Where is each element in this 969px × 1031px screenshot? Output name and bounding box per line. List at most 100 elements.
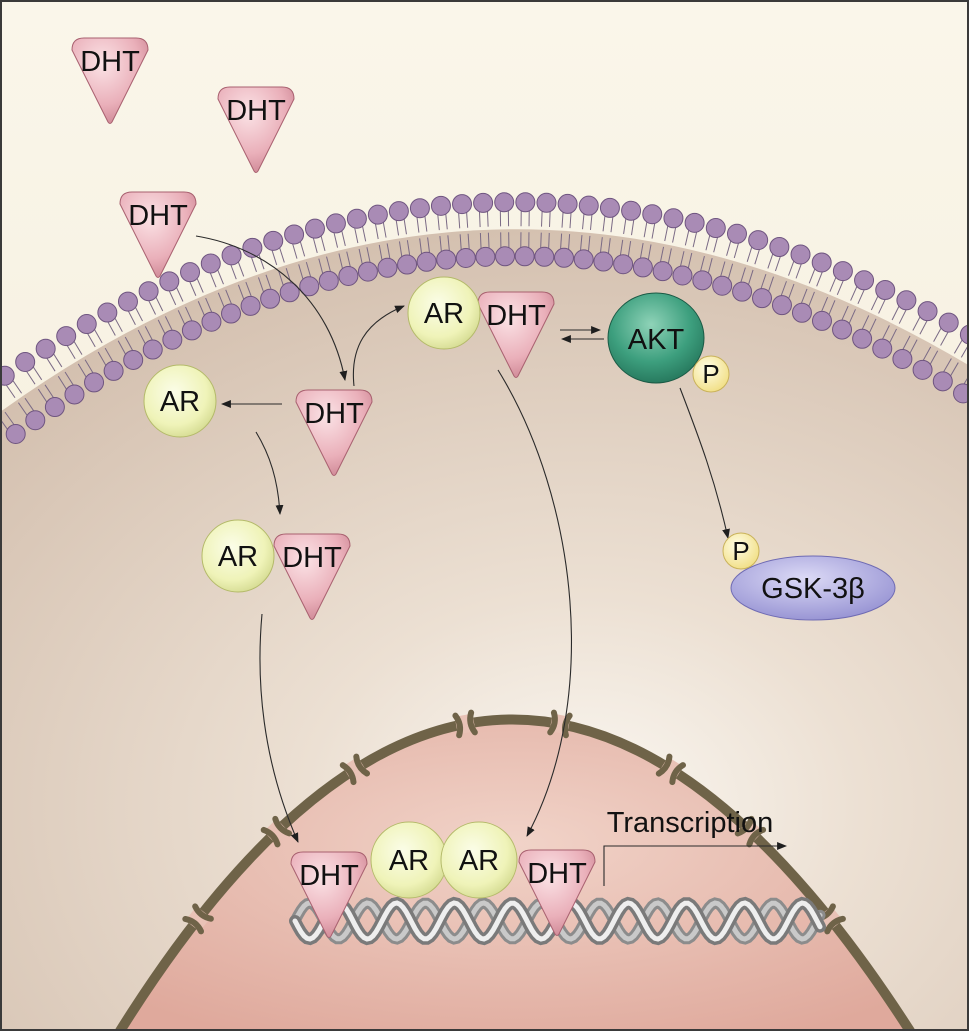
lipid-head (123, 349, 144, 370)
dht-shape (477, 291, 555, 378)
lipid-head (475, 246, 496, 267)
lipid-head (748, 230, 769, 251)
transcription-label: Transcription (607, 807, 774, 839)
lipid-head (495, 246, 516, 267)
lipid-head (494, 192, 515, 213)
lipid-head (573, 249, 594, 270)
dht-nuclear-left: DHT (290, 851, 368, 938)
lipid-head (578, 195, 599, 216)
lipid-head (613, 254, 634, 275)
lipid-head (896, 290, 917, 311)
lipid-head (416, 251, 437, 272)
ar-protein-membrane (407, 276, 481, 350)
dht-shape (518, 849, 596, 936)
akt-phosphate-label: P (702, 359, 719, 389)
lipid-head (200, 253, 221, 274)
lipid-head (557, 193, 578, 214)
lipid-head (181, 320, 202, 341)
lipid-head (97, 302, 118, 323)
membrane-ar-dht-complex: AR (407, 276, 481, 350)
lipid-head (854, 270, 875, 291)
arrow-akt-to-gsk (679, 387, 730, 539)
lipid-head (553, 247, 574, 268)
lipid-head (377, 257, 398, 278)
arrow-ar-to-complex (255, 431, 284, 515)
lipid-head (367, 204, 388, 225)
transcription-arrow (603, 842, 787, 886)
lipid-head (811, 252, 832, 273)
lipid-head (84, 372, 105, 393)
akt-phosphate (692, 355, 730, 393)
dht-entering: DHT (119, 191, 197, 278)
dht-label: DHT (299, 860, 359, 892)
lipid-head (221, 303, 242, 324)
lipid-head (872, 338, 893, 359)
lipid-head (430, 195, 451, 216)
lipid-head (346, 208, 367, 229)
free-dht-molecules: DHT DHT DHT DHT DHT DHT DHT DHT (71, 37, 596, 938)
gsk-phosphate (722, 532, 760, 570)
pathway-arrows (195, 235, 787, 886)
lipid-head (917, 301, 938, 322)
arrow-complex-to-nucleus (259, 613, 299, 843)
gsk-3b: P GSK-3β (722, 532, 896, 621)
lipid-head (852, 328, 873, 349)
nuclear-pore (734, 815, 767, 848)
ar-protein-free (143, 364, 217, 438)
cell-membrane-bilayer (0, 192, 969, 444)
akt-label: AKT (628, 324, 685, 356)
nuclear-envelope (115, 714, 915, 1031)
lipid-head (642, 204, 663, 225)
lipid-head (138, 281, 159, 302)
arrow-membrane-complex-to-nucleus (497, 369, 572, 837)
dht-label: DHT (486, 300, 546, 332)
lipid-head (409, 198, 430, 219)
akt-kinase: AKT P (607, 292, 730, 393)
lipid-head (599, 197, 620, 218)
lipid-head (64, 384, 85, 405)
lipid-head (712, 275, 733, 296)
lipid-head (318, 270, 339, 291)
lipid-head (536, 192, 557, 213)
ar-label-complex: AR (218, 541, 258, 573)
dht-cytoplasmic: DHT (295, 389, 373, 476)
lipid-head (76, 314, 97, 335)
lipid-head (769, 236, 790, 257)
ar-protein-nuclear-right (440, 821, 518, 899)
lipid-head (959, 324, 969, 345)
dht-membrane-bound: DHT (477, 291, 555, 378)
dht-label: DHT (226, 95, 286, 127)
lipid-head (15, 351, 36, 372)
lipid-head (180, 262, 201, 283)
arrow-dht-into-cell (195, 235, 348, 381)
lipid-head (357, 261, 378, 282)
gsk-phosphate-label: P (732, 536, 749, 566)
dht-shape (295, 389, 373, 476)
nuclear-pore (452, 709, 478, 739)
lipid-head (452, 194, 473, 215)
dht-shape (217, 86, 295, 173)
lipid-head (299, 276, 320, 297)
lipid-head (790, 244, 811, 265)
dht-shape (273, 533, 351, 620)
lipid-head (304, 218, 325, 239)
lipid-head (397, 254, 418, 275)
lipid-head (593, 251, 614, 272)
dht-label: DHT (282, 542, 342, 574)
dht-nuclear-right: DHT (518, 849, 596, 936)
lipid-head (791, 302, 812, 323)
lipid-head (5, 423, 26, 444)
dht-extracellular-2: DHT (217, 86, 295, 173)
lipid-head (732, 281, 753, 302)
lipid-head (162, 329, 183, 350)
dht-extracellular-1: DHT (71, 37, 149, 124)
lipid-head (515, 192, 536, 213)
lipid-head (705, 218, 726, 239)
lipid-head (263, 230, 284, 251)
lipid-head (0, 365, 15, 386)
ar-label-membrane: AR (424, 298, 464, 330)
lipid-head (663, 208, 684, 229)
dht-label: DHT (527, 858, 587, 890)
